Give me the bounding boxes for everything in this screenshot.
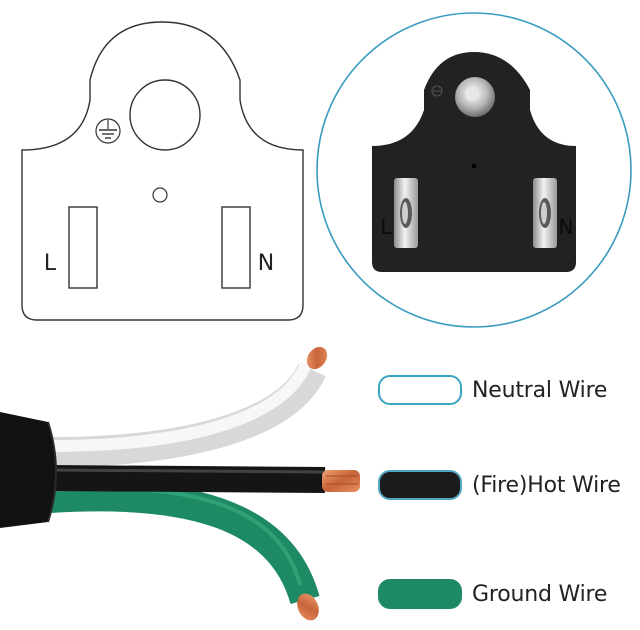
hot-wire: [50, 478, 325, 480]
legend-item-ground: Ground Wire: [378, 578, 607, 610]
legend-item-hot: (Fire)Hot Wire: [378, 469, 621, 501]
legend-item-neutral: Neutral Wire: [378, 374, 607, 406]
outlet-slot-right: [222, 207, 250, 288]
ground-swatch: [378, 579, 462, 609]
outlet-drawing: L N: [22, 22, 303, 320]
plug-photo: L N: [317, 13, 631, 327]
legend-label-ground: Ground Wire: [472, 582, 607, 607]
plug-ground-dot: [472, 164, 477, 169]
hot-copper: [322, 470, 360, 492]
cable-jacket: [0, 412, 56, 528]
plug-screw-center: [465, 87, 479, 101]
ground-wire: [50, 496, 305, 600]
plug-prong-right: [533, 178, 557, 248]
outlet-ground-hole: [153, 188, 167, 202]
outlet-label-n: N: [258, 251, 274, 276]
cable: [0, 343, 360, 624]
plug-prong-left: [394, 178, 418, 248]
plug-label-l: L: [380, 215, 392, 239]
outlet-label-l: L: [44, 251, 57, 276]
outlet-screw-hole: [130, 80, 200, 150]
outlet-slot-left: [69, 207, 97, 288]
neutral-swatch: [378, 375, 462, 405]
plug-label-n: N: [559, 215, 574, 239]
legend-label-neutral: Neutral Wire: [472, 378, 607, 403]
hot-swatch: [378, 470, 462, 500]
legend-label-hot: (Fire)Hot Wire: [472, 473, 621, 498]
